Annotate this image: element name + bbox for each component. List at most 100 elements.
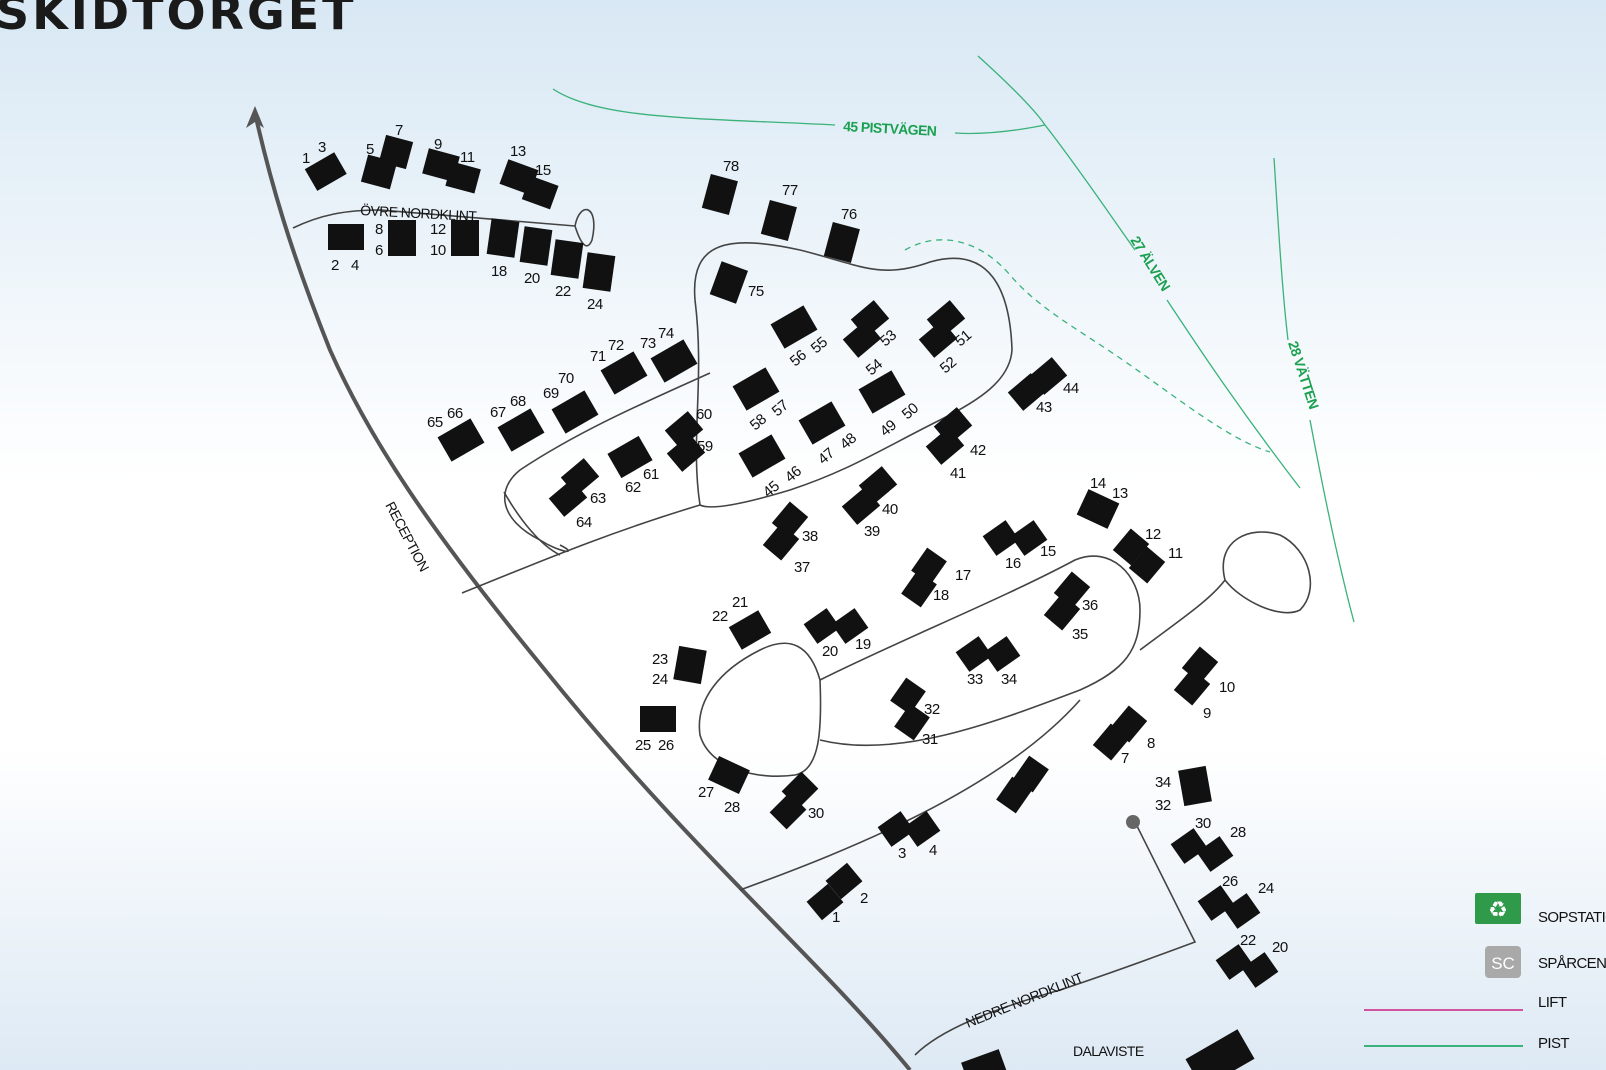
house[interactable] bbox=[600, 351, 648, 395]
house[interactable] bbox=[437, 418, 485, 462]
house[interactable] bbox=[1223, 893, 1261, 929]
house[interactable] bbox=[708, 756, 750, 794]
house-number: 50 bbox=[899, 400, 922, 423]
house[interactable] bbox=[1178, 765, 1212, 807]
legend-item-pist[interactable]: PIST bbox=[1364, 1035, 1570, 1052]
house[interactable] bbox=[548, 479, 588, 517]
house-number: 69 bbox=[543, 385, 559, 402]
legend-item-lift[interactable]: LIFT bbox=[1364, 994, 1567, 1011]
house[interactable] bbox=[760, 199, 797, 242]
house[interactable] bbox=[1092, 723, 1130, 761]
house[interactable] bbox=[982, 520, 1020, 556]
house[interactable] bbox=[925, 427, 965, 465]
house-number: 8 bbox=[1147, 735, 1155, 752]
pist-line-pistvagen[interactable] bbox=[552, 88, 836, 126]
sc-icon-label: SC bbox=[1491, 954, 1515, 973]
house-number: 31 bbox=[922, 731, 938, 748]
pist-label-alven: 27 ÄLVEN bbox=[1127, 233, 1173, 294]
dalaviste-building[interactable] bbox=[1185, 1029, 1255, 1070]
house[interactable] bbox=[673, 645, 707, 685]
house[interactable] bbox=[519, 226, 553, 266]
house[interactable] bbox=[388, 220, 416, 256]
house[interactable] bbox=[894, 703, 930, 741]
house[interactable] bbox=[728, 610, 772, 650]
house[interactable] bbox=[378, 134, 414, 170]
house-number: 12 bbox=[430, 221, 446, 238]
house[interactable] bbox=[955, 636, 993, 672]
house-number: 58 bbox=[747, 411, 770, 434]
pist-line-vatten[interactable] bbox=[1273, 157, 1289, 341]
house-number: 35 bbox=[1072, 626, 1088, 643]
house[interactable] bbox=[607, 435, 653, 479]
house[interactable] bbox=[1010, 520, 1048, 556]
legend-item-sopstation[interactable]: ♻ SOPSTATIO bbox=[1475, 893, 1606, 926]
house[interactable] bbox=[996, 776, 1032, 814]
house[interactable] bbox=[901, 570, 937, 608]
house[interactable] bbox=[1043, 593, 1081, 631]
house[interactable] bbox=[521, 175, 559, 210]
house[interactable] bbox=[806, 883, 844, 921]
house[interactable] bbox=[551, 390, 599, 434]
legend-item-sparcentral[interactable]: SC SPÅRCENT bbox=[1485, 946, 1606, 978]
legend-label: PIST bbox=[1538, 1035, 1569, 1052]
house[interactable] bbox=[1128, 546, 1166, 584]
house[interactable] bbox=[903, 811, 941, 847]
house[interactable] bbox=[1170, 828, 1208, 864]
house[interactable] bbox=[445, 161, 481, 194]
house[interactable] bbox=[1173, 668, 1211, 706]
house[interactable] bbox=[666, 434, 706, 472]
house[interactable] bbox=[701, 173, 738, 216]
house-number: 24 bbox=[587, 296, 603, 313]
house[interactable] bbox=[451, 220, 479, 256]
house[interactable] bbox=[1215, 944, 1253, 980]
house[interactable] bbox=[328, 224, 364, 250]
house[interactable] bbox=[762, 523, 800, 561]
pist-labels: 45 PISTVÄGEN 27 ÄLVEN 28 VÄTTEN bbox=[843, 118, 1322, 411]
reception-road[interactable] bbox=[253, 112, 912, 1070]
house[interactable] bbox=[1007, 373, 1047, 411]
house[interactable] bbox=[497, 408, 545, 452]
house-number: 73 bbox=[640, 335, 656, 352]
house[interactable] bbox=[1112, 528, 1150, 566]
house[interactable] bbox=[738, 434, 786, 478]
house[interactable] bbox=[890, 677, 926, 715]
house[interactable] bbox=[1076, 489, 1120, 529]
house-number: 18 bbox=[933, 587, 949, 604]
house[interactable] bbox=[650, 339, 698, 383]
house[interactable] bbox=[640, 706, 676, 732]
house[interactable] bbox=[825, 862, 863, 900]
dalaviste-building[interactable] bbox=[961, 1049, 1009, 1070]
house[interactable] bbox=[983, 636, 1021, 672]
house[interactable] bbox=[798, 401, 846, 445]
house-number: 16 bbox=[1005, 555, 1021, 572]
house-number: 70 bbox=[558, 370, 574, 387]
house[interactable] bbox=[770, 305, 818, 349]
house[interactable] bbox=[1197, 885, 1235, 921]
house[interactable] bbox=[841, 487, 881, 525]
house[interactable] bbox=[858, 370, 906, 414]
house[interactable] bbox=[582, 252, 616, 292]
house[interactable] bbox=[831, 608, 869, 644]
house[interactable] bbox=[769, 792, 807, 830]
pist-line-alven[interactable] bbox=[977, 55, 1136, 251]
house[interactable] bbox=[877, 811, 915, 847]
house[interactable] bbox=[842, 320, 882, 358]
house[interactable] bbox=[918, 320, 958, 358]
house-number: 20 bbox=[1272, 939, 1288, 956]
house-number: 41 bbox=[950, 465, 966, 482]
house-number: 20 bbox=[524, 270, 540, 287]
house[interactable] bbox=[486, 218, 520, 258]
house[interactable] bbox=[732, 367, 780, 411]
house[interactable] bbox=[823, 221, 860, 264]
house[interactable] bbox=[709, 261, 748, 304]
house-number: 60 bbox=[696, 406, 712, 423]
house[interactable] bbox=[664, 411, 704, 449]
house[interactable] bbox=[1013, 755, 1049, 793]
house-number: 34 bbox=[1001, 671, 1017, 688]
road-label-ovre-nordklint: ÖVRE NORDKLINT bbox=[360, 201, 478, 224]
house[interactable] bbox=[803, 608, 841, 644]
house[interactable] bbox=[550, 239, 584, 279]
house[interactable] bbox=[1196, 836, 1234, 872]
house[interactable] bbox=[304, 152, 347, 191]
house[interactable] bbox=[1241, 952, 1279, 988]
